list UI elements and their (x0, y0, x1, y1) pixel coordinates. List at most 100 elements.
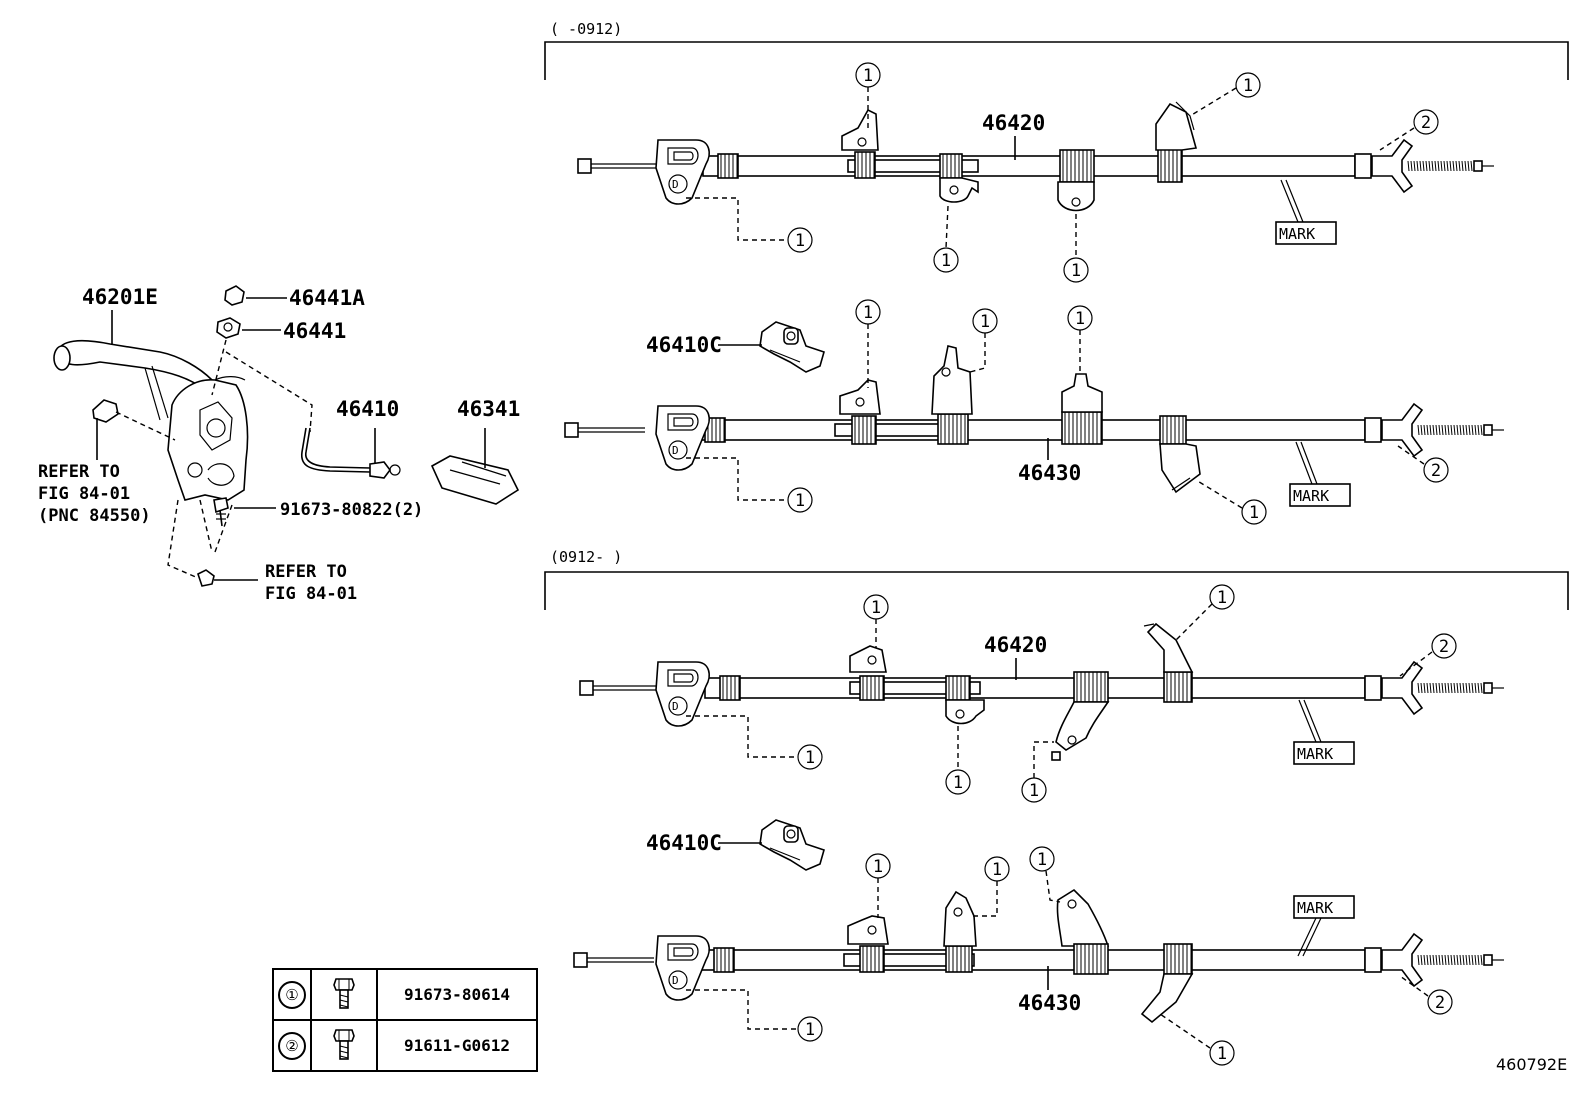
callout-1: 1 (1021, 741, 1054, 803)
cable-46420-bottom: D (579, 622, 1504, 761)
callout-1: 1 (1175, 584, 1235, 641)
nut-46441a (224, 285, 245, 306)
callout-1: 1 (1063, 214, 1089, 283)
legend-ref-2: ② (278, 1031, 306, 1060)
svg-text:1: 1 (873, 857, 883, 877)
callout-1: 1 (855, 62, 881, 128)
legend-row: ① 91673-80614 (272, 968, 538, 1021)
svg-text:1: 1 (992, 860, 1002, 880)
callouts-layer: 1 1 2 1 1 1 1 1 1 1 2 1 1 1 2 1 1 1 1 1 1 1 2 1 (686, 62, 1457, 1066)
callout-2: 2 (1399, 975, 1453, 1015)
svg-text:1: 1 (795, 231, 805, 251)
lever-grip-end (53, 345, 71, 371)
mark-box-3: MARK (1293, 699, 1355, 765)
svg-text:MARK: MARK (1293, 487, 1329, 505)
svg-text:2: 2 (1439, 637, 1449, 657)
callout-1: 1 (865, 853, 891, 918)
mark-box-4: MARK (1293, 895, 1355, 957)
diagram-id: 460792E (1496, 1055, 1567, 1074)
label-46441a: 46441A (289, 286, 365, 310)
label-46420-top: 46420 (982, 111, 1045, 135)
callout-2: 2 (1399, 633, 1457, 677)
svg-text:1: 1 (953, 773, 963, 793)
cable-46430-bottom: D (573, 888, 1504, 1024)
svg-text:1: 1 (1071, 261, 1081, 281)
legend-row: ② 91611-G0612 (272, 1019, 538, 1072)
svg-text:2: 2 (1421, 113, 1431, 133)
callout-1: 1 (1067, 305, 1093, 374)
legend-ref-1: ① (278, 980, 306, 1009)
callout-1: 1 (1195, 479, 1267, 525)
callout-1: 1 (855, 299, 881, 388)
callout-1: 1 (686, 197, 813, 253)
mark-box-2: MARK (1289, 441, 1351, 507)
svg-text:2: 2 (1435, 993, 1445, 1013)
label-46201e: 46201E (82, 285, 158, 309)
callout-1: 1 (1189, 72, 1261, 117)
svg-text:1: 1 (795, 491, 805, 511)
callout-2: 2 (1379, 109, 1439, 151)
callout-1: 1 (969, 308, 998, 373)
cable-46430-top: D (564, 345, 1504, 494)
fastener-legend-table: ① 91673-80614 ② (272, 968, 538, 1072)
svg-text:FIG 84-01: FIG 84-01 (38, 484, 130, 504)
clamp-46410c-1 (718, 321, 825, 373)
lever-handle (57, 339, 214, 392)
boot-46341 (430, 455, 520, 505)
svg-text:1: 1 (1029, 781, 1039, 801)
svg-text:1: 1 (1249, 503, 1259, 523)
callout-1: 1 (686, 457, 813, 513)
bolt-icon (333, 977, 355, 1009)
svg-text:1: 1 (805, 1020, 815, 1040)
cable-46420-top: D (577, 101, 1494, 212)
label-46430-top: 46430 (1018, 461, 1081, 485)
lever-bracket (167, 379, 249, 501)
label-46341: 46341 (457, 397, 520, 421)
section-bracket-bottom: (0912- ) (544, 548, 1569, 610)
mark-box-1: MARK (1275, 179, 1337, 245)
svg-text:FIG 84-01: FIG 84-01 (265, 584, 357, 604)
svg-text:D: D (672, 974, 679, 987)
label-46410c-2: 46410C (646, 831, 722, 855)
nut-46441 (216, 317, 241, 339)
label-91673-80822: 91673-80822(2) (280, 500, 423, 520)
svg-text:1: 1 (863, 66, 873, 86)
section-bracket-top: ( -0912) (544, 20, 1569, 80)
svg-text:MARK: MARK (1297, 745, 1333, 763)
legend-part-1: 91673-80614 (376, 968, 538, 1021)
callout-1: 1 (1029, 846, 1061, 903)
label-46420-bottom: 46420 (984, 633, 1047, 657)
section-label-top: ( -0912) (550, 20, 622, 38)
refer-note-1: REFER TO FIG 84-01 (PNC 84550) (38, 462, 151, 526)
label-46410: 46410 (336, 397, 399, 421)
label-46441: 46441 (283, 319, 346, 343)
cable-46410 (301, 427, 371, 473)
svg-text:1: 1 (980, 312, 990, 332)
svg-text:D: D (672, 444, 679, 457)
bolt-91673-80822 (213, 497, 229, 514)
svg-text:1: 1 (941, 251, 951, 271)
callout-1: 1 (972, 856, 1010, 917)
cables-layer: D D D D (564, 101, 1504, 1024)
legend-part-2: 91611-G0612 (376, 1019, 538, 1072)
bolt-icon (333, 1028, 355, 1060)
section-label-bottom: (0912- ) (550, 548, 622, 566)
svg-text:D: D (672, 700, 679, 713)
callout-1: 1 (686, 989, 823, 1042)
callout-1: 1 (863, 594, 889, 648)
callout-1: 1 (1159, 1013, 1235, 1066)
svg-text:1: 1 (1217, 588, 1227, 608)
bolt-refer-fig (197, 569, 215, 587)
callout-1: 1 (686, 715, 823, 770)
svg-text:MARK: MARK (1279, 225, 1315, 243)
label-46410c-1: 46410C (646, 333, 722, 357)
svg-text:MARK: MARK (1297, 899, 1333, 917)
brake-switch (92, 399, 119, 423)
svg-text:REFER TO: REFER TO (38, 462, 120, 482)
svg-text:D: D (672, 178, 679, 191)
refer-note-2: REFER TO FIG 84-01 (265, 562, 357, 604)
label-46430-bottom: 46430 (1018, 991, 1081, 1015)
callout-2: 2 (1397, 445, 1449, 483)
